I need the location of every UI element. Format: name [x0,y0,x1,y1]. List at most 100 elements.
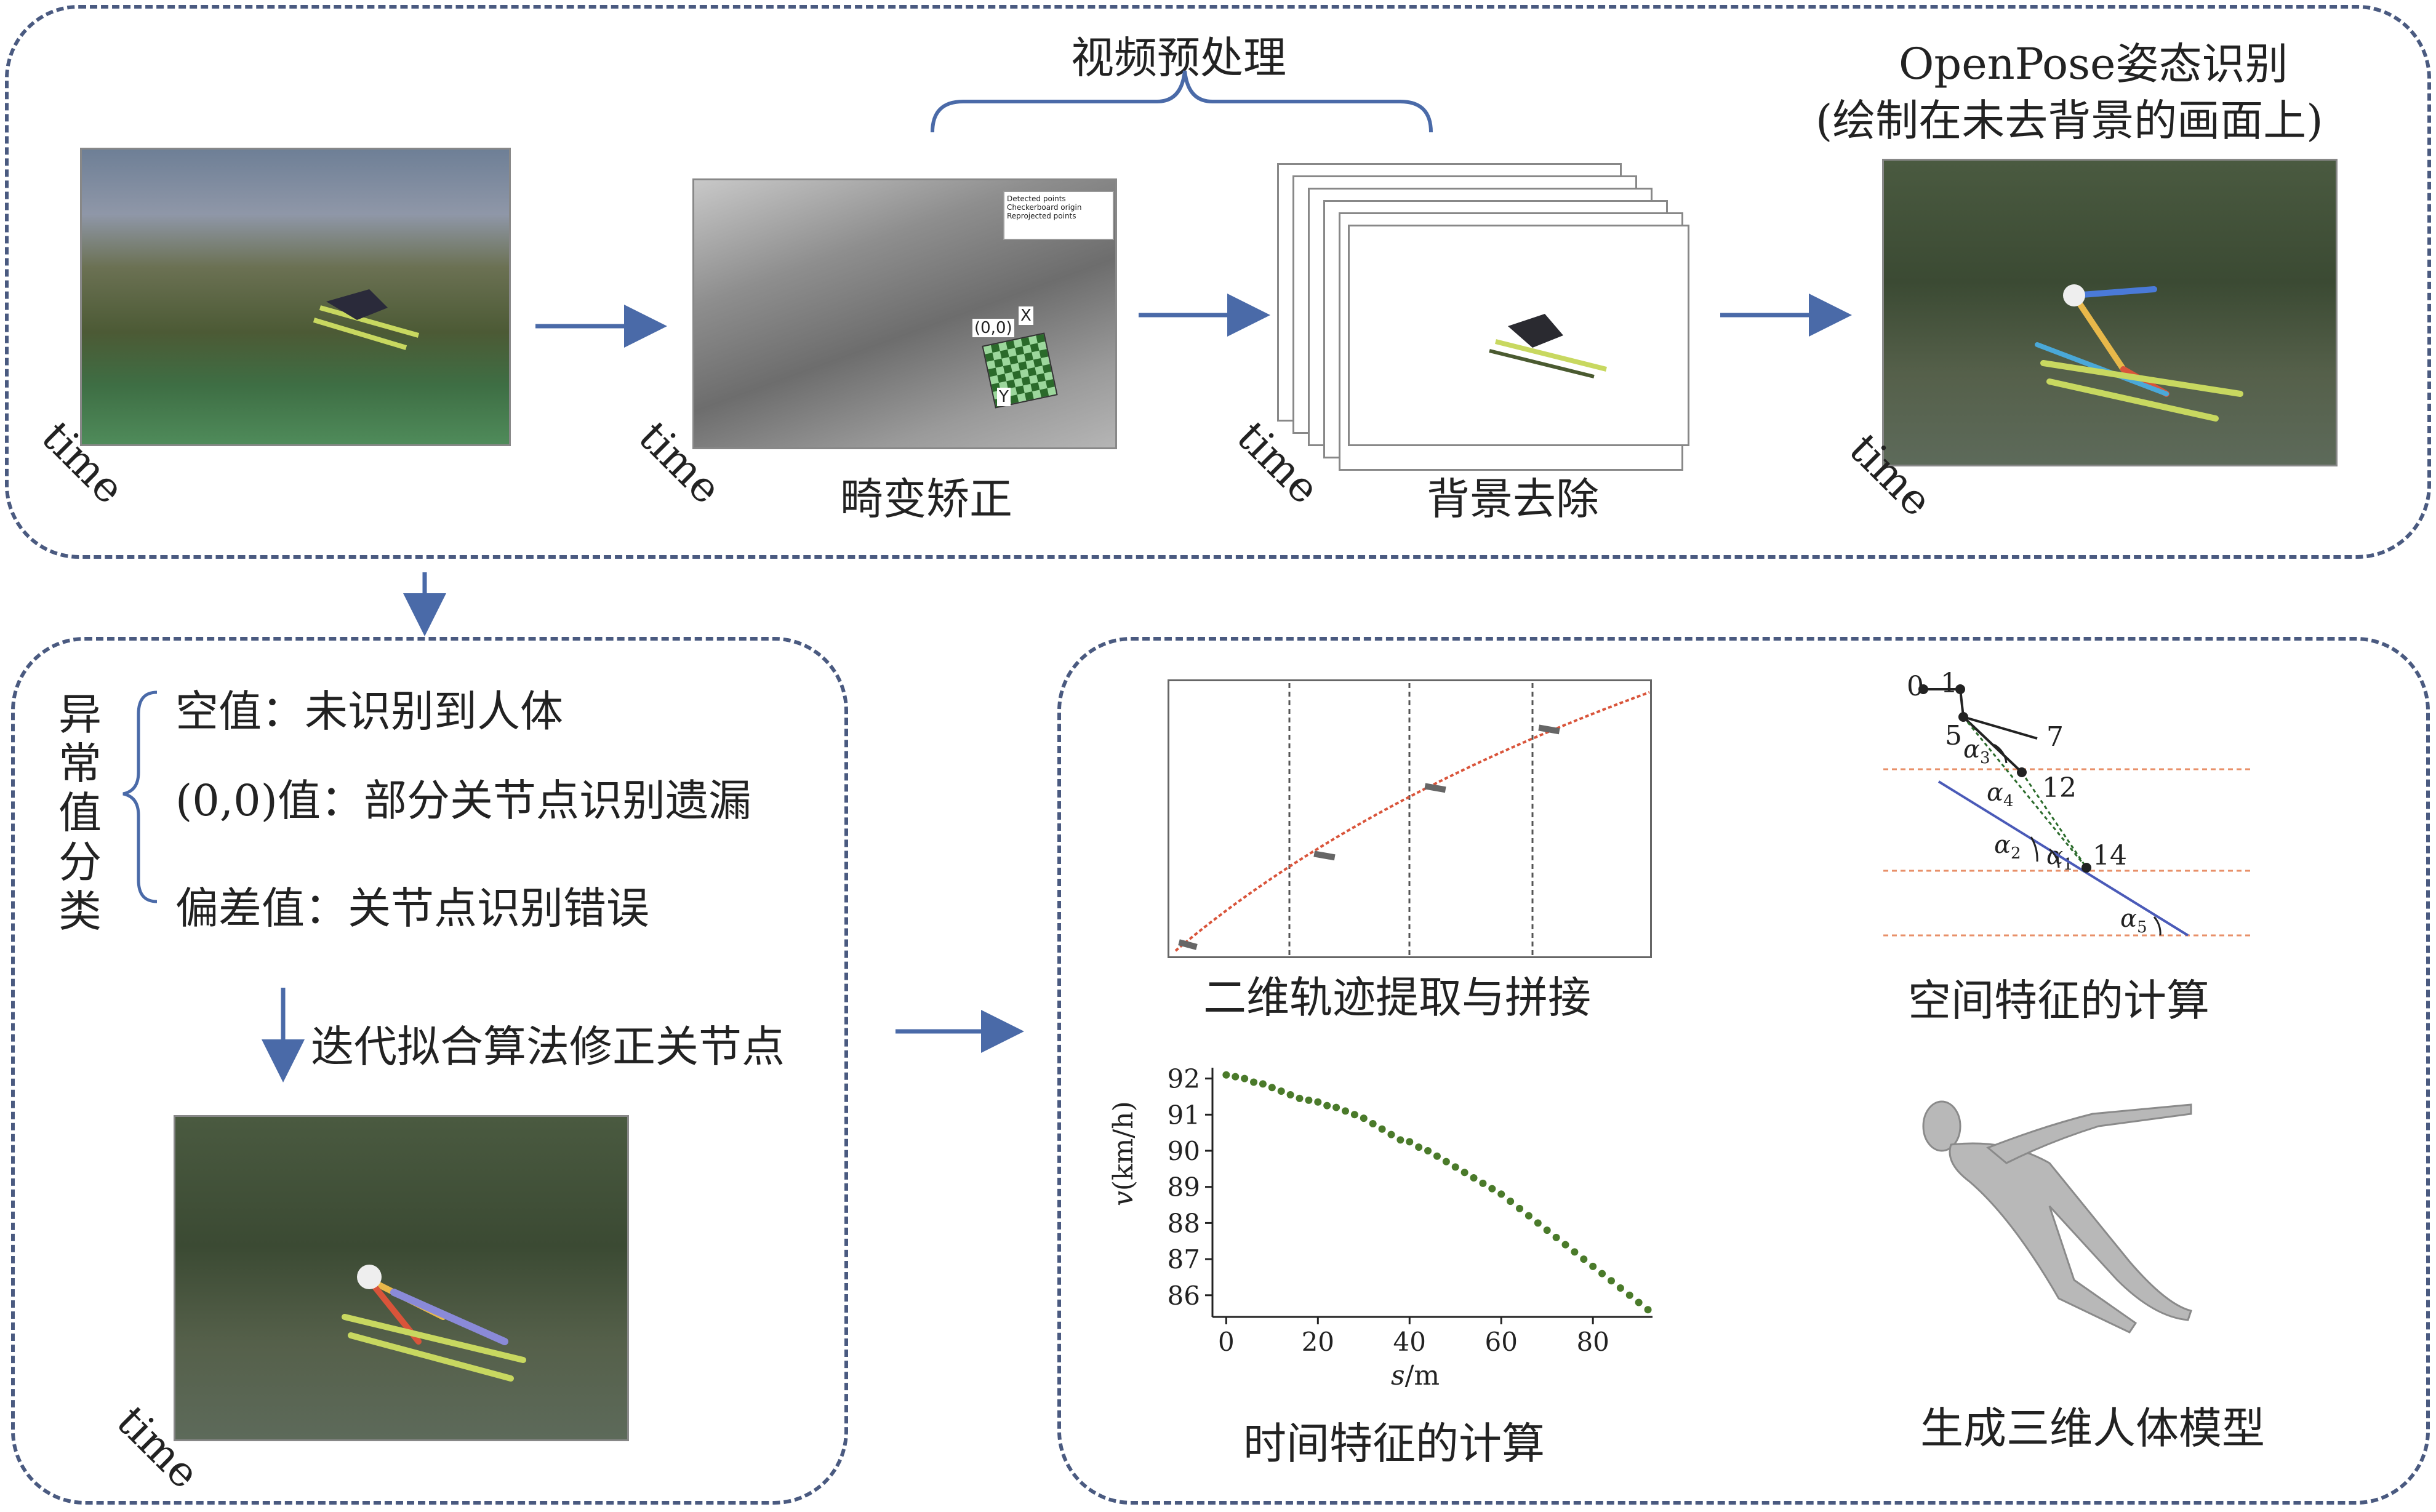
angle-a2: α2 [1994,831,2021,863]
data-point [1635,1298,1643,1306]
data-point [1470,1174,1478,1182]
x-tick-label: 0 [1218,1327,1235,1357]
data-point [1415,1143,1423,1151]
calibration-legend: Detected points Checkerboard origin Repr… [1003,191,1114,240]
anomaly-zero: (0,0)值：部分关节点识别遗漏 [175,775,751,826]
openpose-frame-front [1882,159,2338,466]
skier-raw [313,289,420,350]
trajectory-diagram [1174,683,1650,955]
preprocess-label: 视频预处理 [1071,33,1286,83]
chart-xlabel-var: s [1391,1360,1405,1391]
data-point [1607,1277,1615,1285]
data-point [1552,1233,1560,1241]
category-brace [122,690,158,903]
data-point [1488,1185,1496,1193]
spatial-label: 空间特征的计算 [1908,975,2210,1026]
data-point [1442,1158,1450,1166]
data-point [1516,1204,1524,1212]
data-point [1296,1094,1304,1102]
data-point [1222,1071,1230,1079]
joint-12: 12 [2042,772,2077,804]
3d-human-model [1922,1100,2192,1334]
fix-label: 迭代拟合算法修正关节点 [311,1022,785,1072]
corrected-frame-front [174,1115,629,1441]
joint-14: 14 [2093,840,2127,871]
data-point [1580,1255,1588,1263]
data-point [1406,1138,1414,1146]
skier-bg-removed [1489,314,1607,378]
data-point [1525,1212,1533,1220]
chart-ylabel-var: v [1108,1191,1139,1206]
anomaly-deviation: 偏差值：关节点识别错误 [175,883,649,934]
data-point [1507,1198,1515,1206]
joint-5: 5 [1945,720,1962,751]
category-char-5: 类 [58,886,102,937]
data-point [1424,1147,1432,1154]
y-tick-label: 89 [1168,1172,1200,1202]
category-char-4: 分 [58,837,102,887]
anomaly-box [11,637,848,1505]
y-tick-label: 90 [1168,1136,1200,1166]
data-point [1350,1111,1358,1119]
data-point [1561,1241,1569,1249]
data-point [1387,1130,1395,1138]
temporal-label: 时间特征的计算 [1243,1418,1545,1469]
data-point [1598,1270,1606,1278]
data-point [1497,1190,1505,1198]
data-point [1360,1114,1368,1122]
chart-xlabel-unit: /m [1404,1360,1440,1391]
x-tick-label: 20 [1302,1327,1334,1357]
data-point [1616,1284,1624,1292]
x-tick-label: 40 [1393,1327,1426,1357]
data-point [1332,1103,1340,1111]
data-point [1451,1163,1459,1171]
category-char-2: 常 [58,738,102,789]
openpose-skeleton [2035,284,2243,422]
openpose-subtitle: (绘制在未去背景的画面上) [1816,95,2323,146]
y-tick-label: 88 [1168,1208,1200,1238]
openpose-title: OpenPose姿态识别 [1899,39,2288,89]
data-point [1479,1179,1487,1187]
data-point [1396,1136,1404,1144]
data-point [1433,1152,1441,1160]
feature-box [1057,637,2430,1505]
angle-a4: α4 [1987,778,2014,810]
data-point [1314,1098,1322,1106]
y-tick-label: 86 [1168,1281,1200,1311]
angle-a3: α3 [1963,735,1990,767]
preprocess-brace [931,70,1433,133]
y-tick-label: 87 [1168,1244,1200,1274]
data-point [1305,1096,1313,1104]
data-point [1589,1262,1597,1270]
top-pipeline-box [5,5,2431,559]
legend-detected: Detected points [1007,194,1066,203]
data-point [1369,1119,1377,1127]
model-label: 生成三维人体模型 [1920,1403,2265,1454]
distortion-label: 畸变矫正 [840,474,1012,524]
data-point [1268,1084,1276,1092]
trajectory-label: 二维轨迹提取与拼接 [1203,972,1591,1023]
category-char-1: 异 [58,689,102,740]
data-point [1232,1073,1240,1081]
bg-removal-label: 背景去除 [1427,474,1599,524]
data-point [1625,1291,1633,1299]
chart-ylabel-unit: (km/h) [1108,1101,1139,1191]
data-point [1323,1102,1331,1110]
category-char-3: 值 [58,788,102,838]
trajectory-curve [1174,691,1650,952]
data-point [1250,1078,1258,1086]
y-tick-label: 91 [1168,1100,1200,1130]
x-axis-label: X [1019,306,1033,325]
data-point [1241,1074,1249,1082]
data-point [1378,1125,1386,1133]
data-point [1460,1169,1468,1177]
angle-a5: α5 [2120,905,2147,937]
spatial-diagram [1883,684,2253,937]
y-axis-label: Y [997,388,1011,406]
joint-1: 1 [1941,668,1958,699]
data-point [1644,1306,1652,1314]
anomaly-null: 空值：未识别到人体 [175,686,563,737]
legend-reprojected: Reprojected points [1007,212,1076,220]
